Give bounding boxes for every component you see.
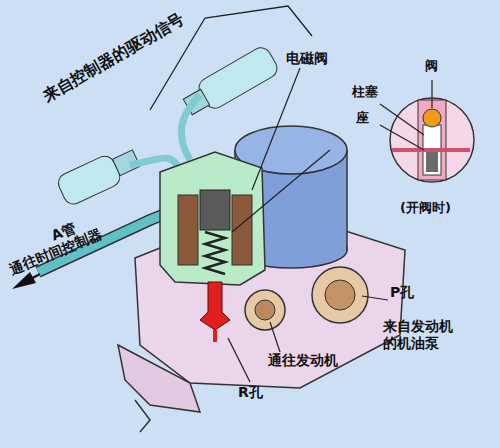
part-label: P孔 — [390, 284, 414, 301]
plunger — [200, 282, 230, 330]
mount-flange — [118, 345, 200, 412]
part-label: 通往发动机 — [268, 352, 338, 369]
part-label: 阀 — [425, 58, 438, 74]
connector-plug — [55, 144, 143, 208]
coil-winding — [178, 195, 198, 265]
part-label: 电磁阀 — [286, 50, 328, 67]
part-label: (开阀时) — [400, 200, 451, 216]
part-label: R孔 — [238, 384, 263, 401]
wire — [181, 95, 200, 160]
part-label: 柱塞 — [352, 84, 378, 100]
spring — [205, 232, 225, 274]
part-label: 来自控制器的驱动信号 — [39, 9, 187, 106]
part-label: 来自发动机的机油泵 — [383, 318, 457, 352]
port — [245, 290, 285, 330]
valve-ball — [423, 109, 441, 127]
part-label: 座 — [356, 110, 369, 126]
inset-view — [390, 98, 474, 182]
connector-plug — [180, 44, 281, 121]
housing — [160, 152, 265, 285]
port — [312, 267, 368, 323]
